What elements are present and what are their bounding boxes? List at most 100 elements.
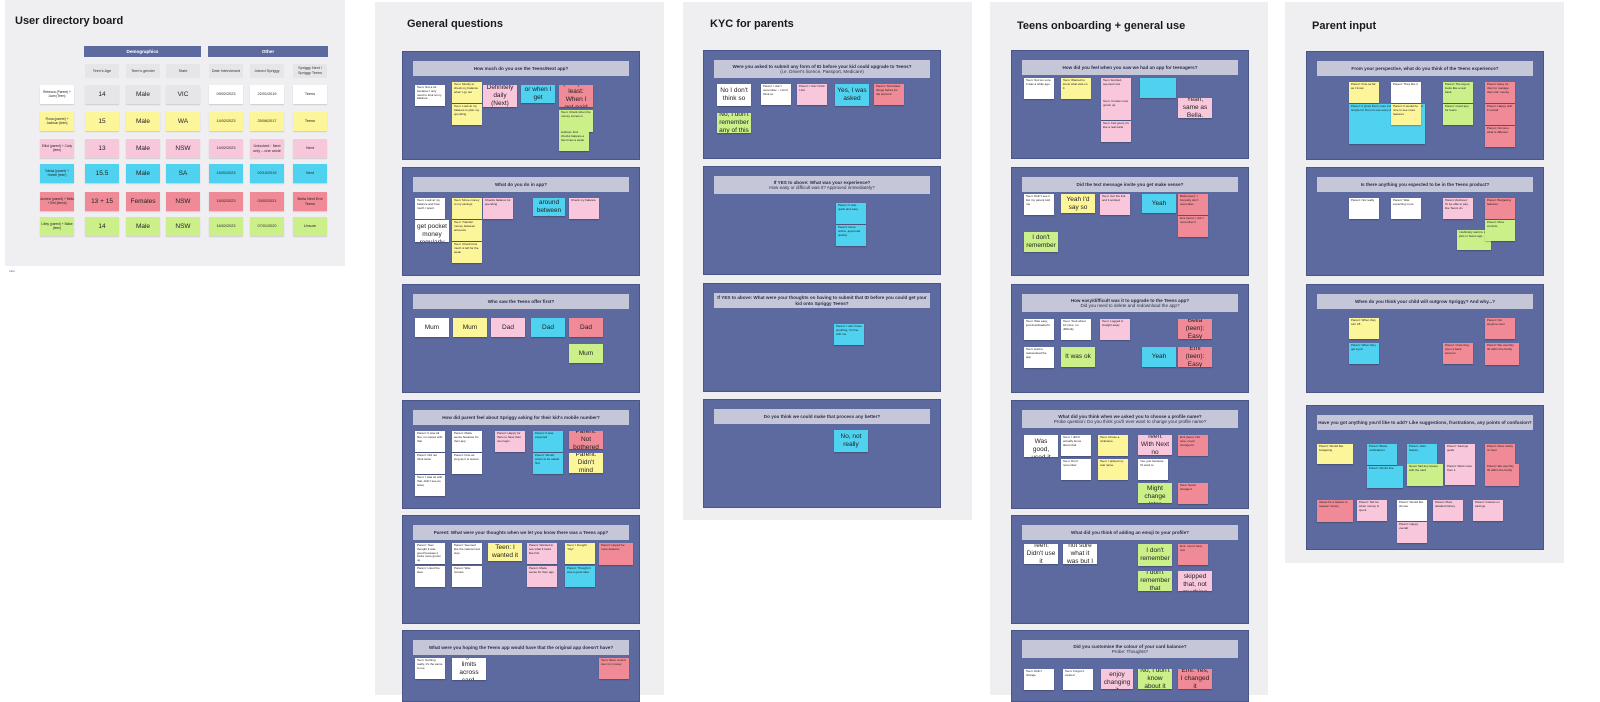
sticky-note[interactable]: Parent: I don't think I did xyxy=(797,84,827,105)
sticky-note[interactable]: Parent: Works fine xyxy=(1367,466,1403,488)
teens-question-frame[interactable]: Did the text message invite you get make… xyxy=(1011,167,1249,276)
sticky-note[interactable]: Teen: Wanted to know what was on it xyxy=(1061,78,1091,99)
sticky-note[interactable]: Parent: Better notifications xyxy=(1367,444,1397,465)
sticky-note[interactable]: Teen: Had to redownload the app xyxy=(1024,347,1054,368)
sticky-note[interactable]: Parent: Would like budgeting xyxy=(1317,444,1353,464)
sticky-note[interactable]: Teen: More control over my money xyxy=(599,658,629,679)
general-question-frame[interactable]: How did parent feel about Spriggy asking… xyxy=(402,400,640,509)
sticky-note[interactable]: Teen: I picked my real name xyxy=(1098,459,1128,480)
sticky-note[interactable]: Parent: It was all fine, no issues with … xyxy=(415,431,445,452)
sticky-note[interactable]: Parent: Not bothered xyxy=(569,431,603,449)
sticky-note[interactable]: Parent: We use Pay ID within the family xyxy=(1485,464,1519,486)
sticky-note[interactable]: Mum xyxy=(569,344,603,363)
sticky-note[interactable]: Teen: Check when the money comes in xyxy=(559,110,593,132)
sticky-note[interactable]: Parent: Not sure what is different xyxy=(1485,126,1515,147)
sticky-note[interactable]: Bella (teen): Easy xyxy=(1178,319,1212,339)
sticky-note[interactable]: Yes, just because I'd want to xyxy=(1138,459,1168,480)
sticky-note[interactable]: Yeah I'd say so xyxy=(1061,194,1095,213)
sticky-note[interactable]: I don't remember that xyxy=(1138,571,1172,591)
sticky-note[interactable]: I don't remember xyxy=(1138,544,1172,566)
sticky-note[interactable]: Teen: Not a lot because I only need to l… xyxy=(415,85,445,106)
sticky-note[interactable]: Teen: Don't remember xyxy=(1061,459,1091,480)
kyc-question-frame[interactable]: Were you asked to submit any form of ID … xyxy=(703,50,941,159)
sticky-note[interactable]: Parent: Made sense for their age xyxy=(527,566,557,587)
sticky-note[interactable]: Dad xyxy=(531,318,565,337)
sticky-note[interactable]: Teen: Was good, used it xyxy=(1024,435,1058,457)
sticky-note[interactable]: Yeah xyxy=(1142,194,1176,213)
sticky-note[interactable]: Parent: Want more from it xyxy=(1445,464,1475,485)
sticky-note[interactable]: Definitely daily (Next) xyxy=(483,85,517,107)
sticky-note[interactable]: Weekly, or when I get money xyxy=(521,85,555,103)
sticky-note[interactable]: Teen: Was easy, just downloaded it xyxy=(1024,319,1054,340)
sticky-note[interactable]: Parent: Happy with it overall xyxy=(1485,104,1515,125)
kyc-question-frame[interactable]: Do you think we could make that process … xyxy=(703,399,941,508)
sticky-note[interactable]: Parent: More detailed history xyxy=(1433,500,1463,521)
sticky-note[interactable]: Teen: Didn't see it but my parent told m… xyxy=(1024,194,1054,215)
sticky-note[interactable]: Parent: It would be nice to see more fea… xyxy=(1391,104,1421,125)
sticky-note[interactable]: Teen: Forgot it existed xyxy=(1063,669,1093,690)
sticky-note[interactable]: Bella (teen): At least: When I get paid … xyxy=(559,85,593,107)
sticky-note[interactable]: Parent: Easy for them to manage their ow… xyxy=(1485,82,1515,103)
sticky-note[interactable]: Teen: Move money to my savings xyxy=(452,198,482,219)
sticky-note[interactable]: Parent: Fine as far as I know xyxy=(1349,82,1379,103)
sticky-note[interactable] xyxy=(1140,78,1176,98)
sticky-note[interactable]: Teen: It looks more grown up xyxy=(1101,99,1131,120)
sticky-note[interactable]: Parent: Would like chores xyxy=(1397,500,1427,521)
sticky-note[interactable]: Teen: I'm not sure what it was but I thi… xyxy=(1063,544,1097,564)
sticky-note[interactable]: Teen: Not too sure, it was a while ago xyxy=(1024,78,1054,99)
sticky-note[interactable]: Parent: Didn't mind xyxy=(569,453,603,473)
sticky-note[interactable]: Parent: Jobs feature xyxy=(1407,444,1437,465)
sticky-note[interactable]: Yeah xyxy=(1142,347,1176,367)
sticky-note[interactable]: No, I don't remember any of this xyxy=(717,113,751,133)
parent-question-frame[interactable]: When do you think your child will outgro… xyxy=(1306,284,1544,393)
sticky-note[interactable]: Parent: Fine as long as it is secure xyxy=(452,453,482,474)
sticky-note[interactable]: It was ok xyxy=(1061,347,1095,367)
sticky-note[interactable]: Mum xyxy=(415,318,449,337)
sticky-note[interactable]: Parent: Happy for them to have their own… xyxy=(495,431,525,452)
sticky-note[interactable]: Teen: Felt good, it's like a real bank xyxy=(1101,121,1131,142)
sticky-note[interactable]: Teen: I was ok with that, didn't see an … xyxy=(415,475,445,496)
sticky-note[interactable]: Teen: I didn't actually know about that xyxy=(1061,435,1091,456)
sticky-note[interactable]: Parent: Was curious xyxy=(452,566,482,587)
parent-question-frame[interactable]: Have you got anything you'd like to add?… xyxy=(1306,405,1544,550)
sticky-note[interactable]: Teen: Didn't change xyxy=(1024,669,1054,690)
parent-question-frame[interactable]: From your perspective, what do you think… xyxy=(1306,51,1544,160)
sticky-note[interactable]: Emi: I don't have one xyxy=(1178,544,1208,565)
sticky-note[interactable]: Mum xyxy=(453,318,487,337)
sticky-note[interactable]: Teen: Logged in straight away xyxy=(1100,319,1130,340)
teens-question-frame[interactable]: How did you feel when you saw we had an … xyxy=(1011,50,1249,159)
sticky-note[interactable]: Parent: Was expecting more xyxy=(1391,198,1421,219)
sticky-note[interactable]: Teen: Look at my balance to plan my spen… xyxy=(452,104,482,125)
sticky-note[interactable]: Emi: Yes, I changed it xyxy=(1178,669,1212,689)
sticky-note[interactable]: Teen: I wanted it xyxy=(488,543,522,561)
sticky-note[interactable]: Parent: They like it xyxy=(1391,82,1421,103)
sticky-note[interactable]: Asked for a feature to request money xyxy=(1317,500,1353,522)
sticky-note[interactable]: Parent: More controls xyxy=(1485,220,1515,241)
sticky-note[interactable]: Parent: It was quick and easy xyxy=(836,203,866,224)
sticky-note[interactable]: I don't remember xyxy=(1024,232,1058,252)
sticky-note[interactable]: Parent: I don't have anything, it's fine… xyxy=(834,324,864,345)
parent-question-frame[interactable]: Is there anything you expected to be in … xyxy=(1306,167,1544,276)
sticky-note[interactable]: Moving money around between savings and … xyxy=(533,198,565,216)
sticky-note[interactable]: Parent: Liked the idea xyxy=(415,566,445,587)
sticky-note[interactable]: Emi (teen): Yeah, same as Bella. Didn't … xyxy=(1178,98,1212,118)
sticky-note[interactable]: Emi (teen): I don't remember it xyxy=(1178,216,1208,237)
sticky-note[interactable]: No, I don't know about it xyxy=(1138,669,1172,689)
sticky-note[interactable]: Parent: Thought it was a good idea xyxy=(565,566,595,587)
sticky-note[interactable]: Parent: Made sense because it's their ap… xyxy=(452,431,482,452)
sticky-note[interactable]: Parent (Andrew): To be able to pay, like… xyxy=(1443,198,1473,219)
sticky-note[interactable]: Parent: Hoped for more features xyxy=(599,543,633,565)
sticky-note[interactable]: No, not really xyxy=(834,430,868,452)
general-question-frame[interactable]: Parent: What were your thoughts when we … xyxy=(402,515,640,624)
sticky-note[interactable]: Yes, I enjoy changing it xyxy=(1101,669,1133,689)
sticky-note[interactable]: Parent: The layout looks like a real ban… xyxy=(1443,82,1473,103)
sticky-note[interactable]: Teen: Nothing really, it's the same to m… xyxy=(415,658,445,679)
sticky-note[interactable]: Parent: Teen thought it was good because… xyxy=(415,543,445,564)
sticky-note[interactable]: Parent: Seemed like the natural next ste… xyxy=(452,543,482,564)
sticky-note[interactable]: Parent: More clarity on fees xyxy=(1485,444,1515,465)
sticky-note[interactable]: Parent: Tell me when money is spent xyxy=(1357,500,1387,521)
sticky-note[interactable]: Teen: I get pocket money regularly xyxy=(415,220,449,242)
sticky-note[interactable]: Teen: Took about 10 mins, no difficulty xyxy=(1061,319,1091,340)
general-question-frame[interactable]: How much do you use the Teens/Next app?T… xyxy=(402,51,640,160)
sticky-note[interactable]: Dad xyxy=(569,318,603,337)
